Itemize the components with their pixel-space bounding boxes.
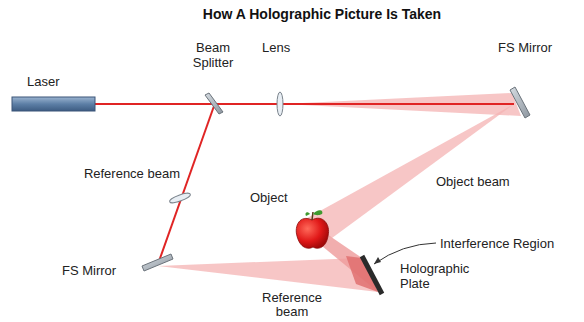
laser-body <box>12 97 95 111</box>
component-label: Holographic Plate <box>400 261 480 291</box>
component-label: FS Mirror <box>498 40 552 55</box>
fs-mirror <box>142 254 173 271</box>
reference-lens <box>169 191 192 204</box>
laser-beam <box>95 103 514 105</box>
component-label: Object <box>250 190 288 205</box>
beam-label: Reference beam <box>84 166 180 181</box>
component-label: Laser <box>27 74 60 89</box>
component-label: Lens <box>262 40 290 55</box>
component-label: Beam Splitter <box>183 40 243 70</box>
component-label: FS Mirror <box>62 263 116 278</box>
lens <box>277 92 283 116</box>
leader-arrow <box>374 257 381 264</box>
reference-beam-line <box>158 106 214 264</box>
object-beam-cone <box>300 104 514 238</box>
region-label: Interference Region <box>440 236 554 251</box>
beam-label: Reference beam <box>252 291 332 319</box>
fs-mirror <box>510 87 530 118</box>
beam-label: Object beam <box>436 174 510 189</box>
leader-line <box>374 243 436 264</box>
diagram-title: How A Holographic Picture Is Taken <box>203 6 441 22</box>
holographic-plate <box>362 256 382 294</box>
beam-splitter <box>205 93 223 114</box>
object-apple <box>296 210 328 248</box>
